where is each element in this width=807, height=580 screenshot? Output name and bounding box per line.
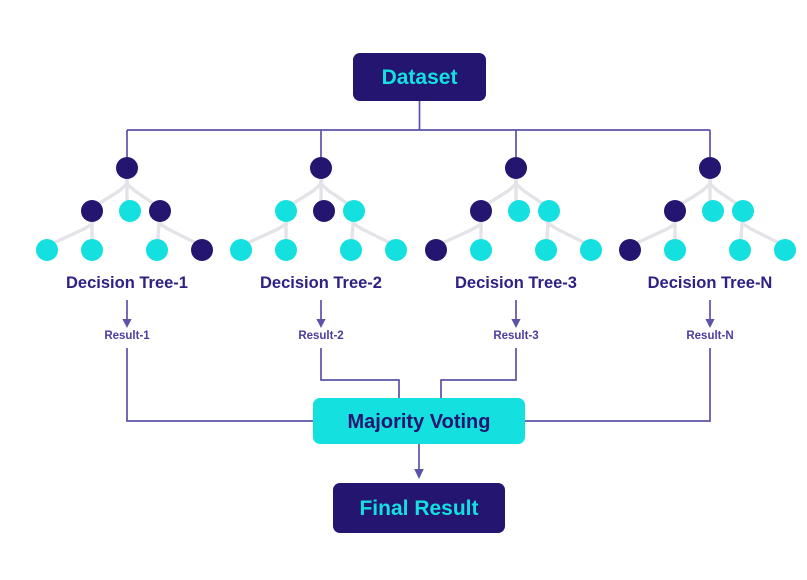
decision-tree: Decision Tree-N (619, 157, 796, 292)
tree-node-level2 (732, 200, 754, 222)
final-result-box[interactable] (333, 483, 505, 533)
tree-node-leaf (470, 239, 492, 261)
tree-node-level2 (702, 200, 724, 222)
decision-tree: Decision Tree-3 (425, 157, 602, 292)
tree-node-leaf (425, 239, 447, 261)
decision-trees-layer: Decision Tree-1 Decision Tree-2 Decision T… (36, 157, 796, 292)
tree-to-result-arrow: Result-2 (298, 300, 344, 342)
result-label: Result-2 (298, 330, 343, 342)
tree-node-level2 (508, 200, 530, 222)
tree-node-level2 (538, 200, 560, 222)
tree-to-result-arrow: Result-3 (493, 300, 539, 342)
tree-node-leaf (385, 239, 407, 261)
tree-node-leaf (619, 239, 641, 261)
majority-voting-node[interactable]: Majority Voting (313, 398, 525, 444)
tree-node-root (699, 157, 721, 179)
tree-node-leaf (729, 239, 751, 261)
tree-node-level2 (275, 200, 297, 222)
decision-tree-label: Decision Tree-1 (66, 274, 188, 292)
tree-node-leaf (36, 239, 58, 261)
tree-node-level2 (81, 200, 103, 222)
voting-to-final-arrow (414, 444, 424, 479)
result-2-to-voting (320, 348, 400, 398)
dataset-to-trees-connectors (126, 101, 711, 157)
decision-tree-label: Decision Tree-3 (455, 274, 577, 292)
tree-node-leaf (664, 239, 686, 261)
tree-node-leaf (191, 239, 213, 261)
dataset-node[interactable]: Dataset (353, 53, 486, 101)
tree-node-level2 (470, 200, 492, 222)
tree-to-result-arrow: Result-1 (104, 300, 150, 342)
tree-node-leaf (81, 239, 103, 261)
result-3-to-voting (440, 348, 517, 398)
tree-node-level2 (343, 200, 365, 222)
tree-node-level2 (313, 200, 335, 222)
decision-tree: Decision Tree-1 (36, 157, 213, 292)
result-label: Result-3 (493, 330, 538, 342)
tree-node-leaf (230, 239, 252, 261)
tree-to-result-arrow: Result-N (686, 300, 734, 342)
dataset-box[interactable] (353, 53, 486, 101)
final-result-label: Final Result (359, 497, 478, 520)
tree-node-leaf (774, 239, 796, 261)
tree-node-root (505, 157, 527, 179)
result-label: Result-1 (104, 330, 150, 342)
majority-voting-label: Majority Voting (348, 411, 491, 433)
dataset-label: Dataset (382, 66, 458, 89)
decision-tree-label: Decision Tree-2 (260, 274, 382, 292)
decision-tree-label: Decision Tree-N (648, 274, 773, 292)
result-n-to-voting (525, 348, 711, 422)
tree-node-leaf (340, 239, 362, 261)
tree-node-root (310, 157, 332, 179)
voting-to-final-arrowhead (414, 469, 424, 479)
tree-node-root (116, 157, 138, 179)
tree-node-leaf (146, 239, 168, 261)
tree-node-level2 (119, 200, 141, 222)
tree-node-leaf (535, 239, 557, 261)
tree-node-leaf (275, 239, 297, 261)
result-to-voting-connectors (126, 348, 711, 422)
decision-tree: Decision Tree-2 (230, 157, 407, 292)
final-result-node[interactable]: Final Result (333, 483, 505, 533)
majority-voting-box[interactable] (313, 398, 525, 444)
result-1-to-voting (126, 348, 313, 422)
result-label: Result-N (686, 330, 733, 342)
tree-node-level2 (149, 200, 171, 222)
tree-node-level2 (664, 200, 686, 222)
tree-node-leaf (580, 239, 602, 261)
results-layer: Result-1 Result-2 Result-3 Result-N (104, 300, 734, 342)
